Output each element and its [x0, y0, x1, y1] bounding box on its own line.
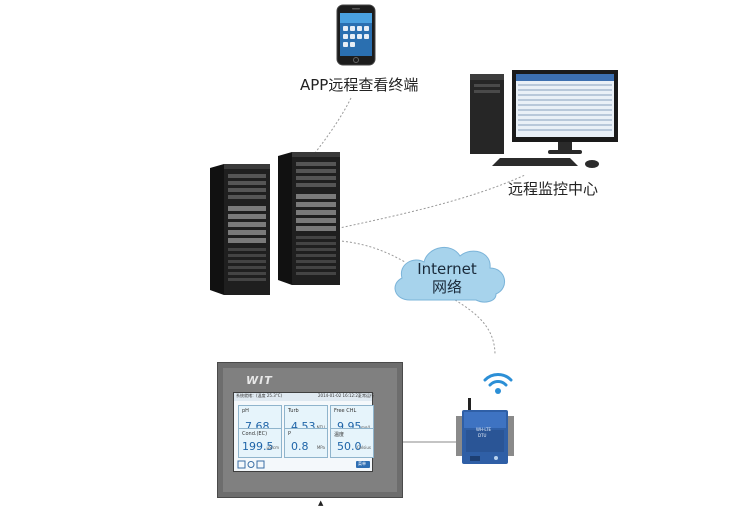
tile-unit: Celsius	[356, 445, 371, 450]
monitor-center-label: 远程监控中心	[508, 180, 599, 198]
tile-value: 199.5	[242, 440, 274, 453]
hmi-status-left: 系统就绪：(温度 25.3°C)	[236, 393, 283, 398]
tile-name: Cond.(EC)	[242, 431, 268, 437]
cloud-icon	[394, 247, 505, 303]
tile-unit: mg/L	[361, 425, 371, 430]
hmi-bottom-icons	[237, 460, 265, 469]
link-app-to-server	[311, 97, 352, 158]
hmi-tile-temp[interactable]: 温度 50.0 Celsius	[330, 428, 374, 458]
tile-name: Free CHL	[334, 408, 357, 414]
server-rack-icon	[210, 152, 340, 295]
tile-value: 50.0	[337, 440, 362, 453]
hmi-status-bar	[234, 393, 372, 401]
tile-unit: NTU	[317, 425, 325, 430]
hmi-tile-p[interactable]: P 0.8 MPa	[284, 428, 328, 458]
tile-name: pH	[242, 408, 249, 414]
tile-unit: μS/cm	[266, 445, 279, 450]
link-cloud-to-modem	[454, 299, 496, 356]
link-server-to-monitor	[329, 174, 526, 231]
tile-name: Turb	[288, 408, 299, 414]
tile-value: 0.8	[291, 440, 309, 453]
app-terminal-label: APP远程查看终端	[300, 76, 419, 94]
modem-model-label: WH-LTE	[476, 427, 492, 432]
hmi-status-right: 2014-01-02 16:12:21	[318, 393, 361, 398]
modem-sub-label: DTU	[478, 433, 487, 438]
cellular-modem-icon	[456, 398, 514, 464]
tile-name: 温度	[334, 432, 345, 438]
hmi-menu-button[interactable]: 菜单	[356, 461, 370, 468]
hmi-tile-cond[interactable]: Cond.(EC) 199.5 μS/cm	[238, 428, 282, 458]
internet-label: Internet	[417, 260, 477, 278]
caret-up-icon: ▲	[318, 499, 324, 507]
desktop-computer-icon	[470, 70, 618, 168]
smartphone-icon	[336, 4, 376, 66]
hmi-menu-button-label: 菜单	[358, 461, 366, 466]
touch-panel-brand: WIT	[246, 374, 273, 387]
tile-unit: MPa	[316, 445, 325, 450]
wifi-icon	[483, 373, 513, 394]
home-icon	[237, 460, 246, 469]
tile-name: P	[288, 431, 292, 437]
hmi-status-tag: 正常运行	[358, 393, 374, 398]
settings-icon	[247, 461, 255, 468]
log-icon	[256, 460, 265, 469]
network-label: 网络	[431, 278, 462, 296]
